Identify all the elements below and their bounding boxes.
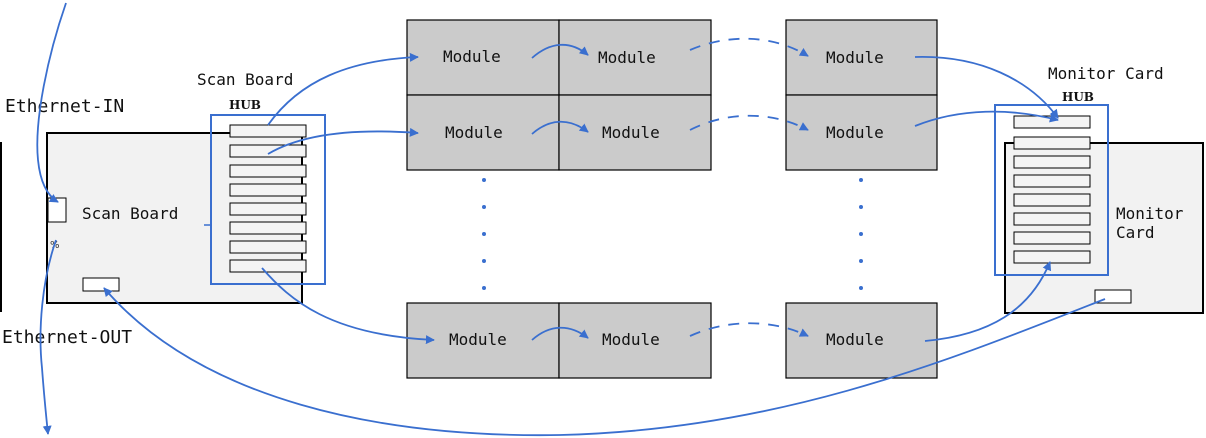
ethernet-out-label: Ethernet-OUT <box>2 327 132 348</box>
module-tile <box>785 19 938 96</box>
module-link-dashed <box>689 322 809 337</box>
ethernet-in-label: Ethernet-IN <box>5 96 124 117</box>
module-label: Module <box>826 48 884 67</box>
scan-hub-slot <box>229 183 307 197</box>
monitor-hub-slot <box>1013 155 1091 169</box>
module-to-monitor-row1 <box>914 56 1059 119</box>
module-tile <box>785 94 938 171</box>
monitor-hub-label: HUB <box>1062 90 1094 104</box>
scan-hub-slot <box>229 202 307 216</box>
monitor-hub-slot <box>1013 250 1091 264</box>
monitor-to-scanboard-return <box>103 287 1106 437</box>
module-tile <box>558 19 712 96</box>
hub-to-module-row1 <box>267 52 419 126</box>
scan-hub-slot <box>229 164 307 178</box>
scan-hub-slot <box>229 221 307 235</box>
monitor-card-inner-label: Monitor <box>1116 204 1184 223</box>
monitor-card-inner-label: Card <box>1116 223 1155 242</box>
hub-to-module-row2 <box>267 127 419 155</box>
module-link <box>531 120 589 135</box>
monitor-hub-slot <box>1013 174 1091 188</box>
scan-hub-slot <box>229 259 307 273</box>
module-label: Module <box>445 123 503 142</box>
vertical-ellipsis-left <box>482 178 486 290</box>
ethernet-in-wire <box>36 2 67 203</box>
scan-hub-slot <box>229 240 307 254</box>
monitor-hub-slot <box>1013 212 1091 226</box>
monitor-hub: HUB <box>994 90 1109 276</box>
module-block-left-top <box>406 19 712 171</box>
monitor-hub-slot <box>1013 136 1091 150</box>
scan-board-body <box>46 132 303 304</box>
monitor-hub-slot <box>1013 231 1091 245</box>
module-label: Module <box>826 330 884 349</box>
module-label: Module <box>598 48 656 67</box>
module-tile <box>558 302 712 379</box>
module-to-monitor-row2 <box>914 110 1059 127</box>
scan-board-inner-label: Scan Board <box>82 204 178 223</box>
ethernet-out-wire <box>39 239 57 435</box>
scan-board: % Scan Board <box>46 132 303 304</box>
module-label: Module <box>826 123 884 142</box>
scan-hub-slot <box>229 144 307 158</box>
module-block-right-top <box>785 19 938 171</box>
monitor-card-title: Monitor Card <box>1048 64 1164 83</box>
module-block-left-bottom <box>406 302 712 379</box>
module-link-dashed <box>689 37 809 57</box>
scan-hub-frame <box>210 114 326 285</box>
module-label: Module <box>449 330 507 349</box>
scan-hub-slot <box>229 124 307 138</box>
module-label: Module <box>602 123 660 142</box>
scan-board-title: Scan Board <box>197 70 293 89</box>
module-tile <box>785 302 938 379</box>
module-block-right-bottom <box>785 302 938 379</box>
scan-board-out-port <box>82 277 120 292</box>
vertical-ellipsis-right <box>859 178 863 290</box>
module-to-monitor-rowN <box>924 261 1052 342</box>
scan-hub-label: HUB <box>229 98 261 112</box>
monitor-hub-frame <box>994 104 1109 276</box>
module-link <box>531 43 589 59</box>
module-link-dashed <box>689 114 809 131</box>
monitor-hub-slot <box>1013 193 1091 207</box>
module-link <box>531 326 589 341</box>
module-label: Module <box>602 330 660 349</box>
module-label: Module <box>443 47 501 66</box>
hub-to-module-rowN <box>261 267 435 345</box>
